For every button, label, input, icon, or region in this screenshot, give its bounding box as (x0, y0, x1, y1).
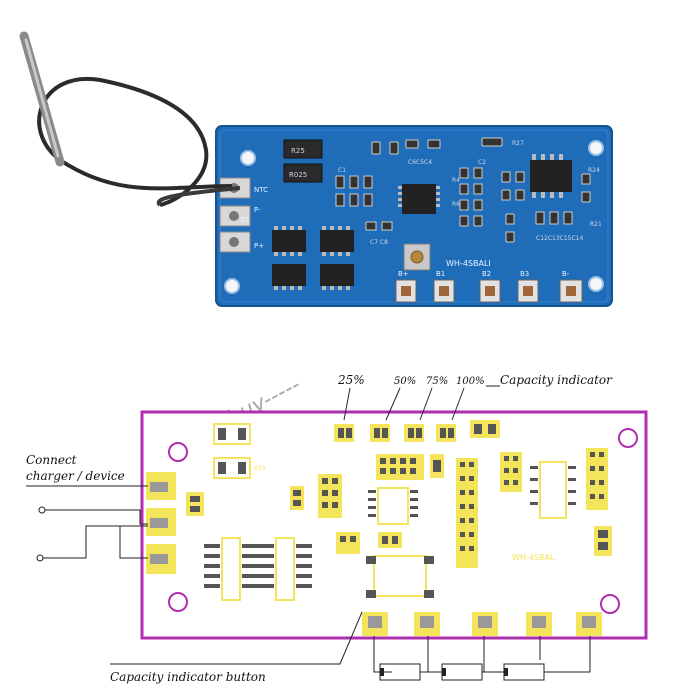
silk-bminus: B- (562, 270, 570, 278)
silk-b1: B1 (436, 270, 445, 278)
silk-caps: C6C5C4 (408, 159, 432, 166)
silk-r24: R24 (588, 167, 600, 174)
silk-r27: R27 (512, 140, 524, 147)
balance-pads-diagram (362, 612, 602, 636)
mount-hole-outline (600, 594, 620, 614)
silk-r21: R21 (590, 221, 602, 228)
connect-label-2: charger / device (26, 469, 125, 483)
silk-nt: NT (240, 216, 250, 224)
silk-r025: R025 (289, 171, 307, 179)
silk-r4: R4 (452, 177, 460, 184)
shunt-resistor (283, 163, 323, 183)
mount-hole-outline (168, 442, 188, 462)
silk-r6: R6 (452, 201, 460, 208)
silk-c7c8: C7 C8 (370, 239, 388, 246)
mosfet-footprints (204, 537, 312, 601)
button-label: Capacity indicator button (110, 670, 266, 684)
silk-model: WH-4SBALI (446, 259, 491, 268)
diag-model: WH-4SBAL (512, 553, 555, 562)
level-75: 75% (426, 376, 448, 387)
silk-pplus: P+ (254, 242, 264, 250)
smd-components (335, 137, 591, 243)
silk-b2: B2 (482, 270, 491, 278)
pcb-photo: NTC NT P- P+ R25 R025 (19, 31, 613, 307)
mount-hole (240, 150, 256, 166)
silk-ntc: NTC (254, 186, 268, 194)
silk-r25: R25 (291, 147, 305, 155)
controller-ic (402, 184, 436, 214)
level-50: 50% (394, 376, 416, 387)
component-footprints (186, 448, 612, 568)
silk-pminus: P- (254, 206, 261, 214)
capacity-indicator-label: Capacity indicator (500, 373, 613, 387)
silk-c12: C12C13C15C14 (536, 235, 583, 242)
shunt-resistor (283, 139, 323, 159)
mount-hole (588, 140, 604, 156)
diag-silk-r25: R25 (254, 465, 266, 472)
mount-hole (224, 278, 240, 294)
button-pointer (110, 611, 363, 665)
level-pointers (343, 385, 500, 421)
silk-b3: B3 (520, 270, 529, 278)
layout-diagram: R25 (26, 385, 648, 681)
silk-bplus: B+ (398, 270, 409, 278)
mosfet-array (272, 226, 354, 290)
level-25: 25% (337, 373, 365, 387)
mount-hole-outline (168, 592, 188, 612)
ntc-wire (37, 76, 233, 207)
balance-ic (530, 160, 572, 192)
balance-pads (395, 279, 583, 303)
charger-wires (26, 485, 148, 559)
button-footprint (373, 555, 427, 597)
mount-hole-outline (618, 428, 638, 448)
silk-c2: C2 (478, 159, 486, 166)
capacity-leds (334, 424, 456, 442)
cell-wiring (373, 636, 591, 681)
silk-c1: C1 (338, 167, 346, 174)
mount-hole (588, 276, 604, 292)
level-100: 100% (456, 376, 485, 387)
connect-label: Connect (26, 453, 77, 467)
